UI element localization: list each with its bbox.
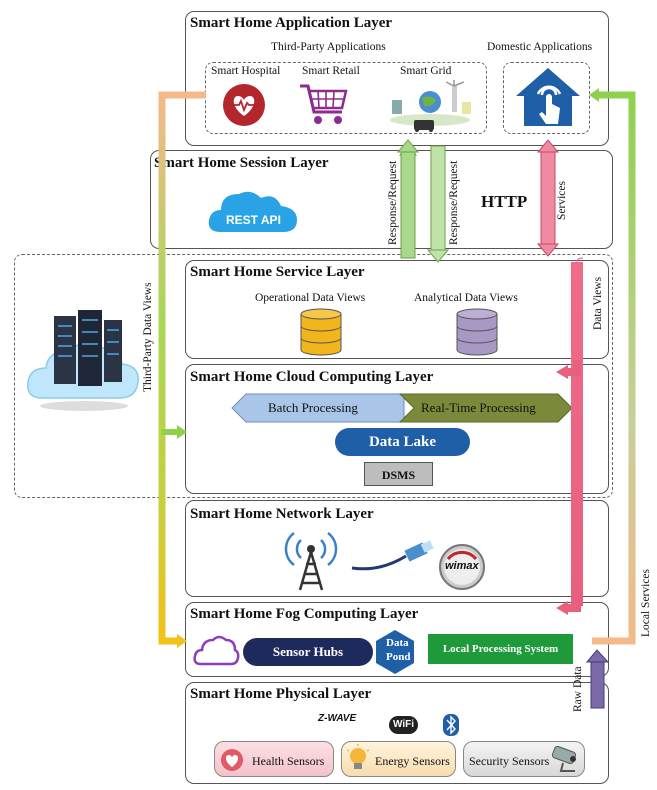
batch-processing-label: Batch Processing [268, 400, 358, 415]
third-party-apps-title: Third-Party Applications [271, 41, 386, 53]
smart-grid-label: Smart Grid [400, 65, 452, 77]
data-pond-line1: Data [386, 637, 409, 649]
energy-sensors-label: Energy Sensors [375, 754, 450, 768]
local-services-label: Local Services [640, 568, 652, 637]
smart-grid-icon [390, 80, 471, 132]
fog-cloud-icon [193, 635, 240, 666]
energy-bulb-icon [346, 744, 370, 769]
operational-data-views-label: Operational Data Views [255, 292, 366, 304]
smart-hospital-label: Smart Hospital [211, 65, 281, 77]
service-layer [185, 260, 609, 359]
zwave-logo: Z-WAVE [318, 713, 357, 724]
network-layer-title: Smart Home Network Layer [190, 506, 374, 522]
wimax-label: wimax [445, 560, 479, 572]
third-party-data-views-label: Third-Party Data Views [142, 282, 154, 392]
domestic-apps-box [503, 62, 590, 134]
health-sensor-icon [221, 749, 243, 771]
ethernet-cable-icon [351, 540, 434, 571]
services-label: Services [556, 181, 568, 220]
http-label: HTTP [481, 192, 528, 211]
sensor-hubs-badge: Sensor Hubs [243, 638, 373, 666]
network-layer [185, 500, 609, 597]
security-camera-icon [551, 745, 577, 772]
bluetooth-icon [443, 714, 459, 736]
response-request-label-1: Response/Request [387, 160, 399, 245]
smart-retail-label: Smart Retail [302, 65, 360, 77]
batch-processing-shape [231, 393, 405, 423]
service-layer-title: Smart Home Service Layer [190, 264, 365, 280]
session-layer-title: Smart Home Session Layer [154, 155, 329, 171]
data-lake-badge: Data Lake [335, 428, 470, 456]
operational-database-icon [300, 308, 342, 356]
data-pond-hexagon [376, 630, 414, 674]
cloud-computing-layer-title: Smart Home Cloud Computing Layer [190, 369, 434, 385]
data-pond-line2: Pond [386, 651, 411, 663]
health-sensors-label: Health Sensors [252, 754, 325, 768]
fog-computing-layer-title: Smart Home Fog Computing Layer [190, 606, 419, 622]
shopping-cart-icon [300, 84, 348, 124]
cloud-server-icon [27, 310, 139, 411]
realtime-processing-label: Real-Time Processing [421, 400, 536, 415]
rest-api-cloud-icon [208, 191, 297, 232]
smart-home-touch-icon [516, 68, 580, 126]
domestic-apps-title: Domestic Applications [487, 41, 593, 53]
radio-tower-icon [284, 532, 338, 591]
analytical-data-views-label: Analytical Data Views [414, 292, 518, 304]
analytical-database-icon [456, 308, 498, 356]
wifi-logo: WiFi [389, 716, 418, 734]
rest-api-label: REST API [226, 213, 281, 227]
data-views-label: Data Views [592, 276, 604, 330]
realtime-processing-shape [398, 393, 573, 423]
hospital-heart-icon [223, 84, 265, 126]
physical-layer-title: Smart Home Physical Layer [190, 686, 372, 702]
security-sensors-label: Security Sensors [469, 754, 550, 768]
cloud-region-border [14, 254, 613, 498]
local-processing-system-badge: Local Processing System [428, 634, 573, 664]
response-request-label-2: Response/Request [448, 160, 460, 245]
application-layer-title: Smart Home Application Layer [190, 15, 393, 31]
wimax-logo [439, 544, 485, 590]
dsms-badge: DSMS [364, 462, 433, 486]
raw-data-label: Raw Data [572, 666, 584, 712]
